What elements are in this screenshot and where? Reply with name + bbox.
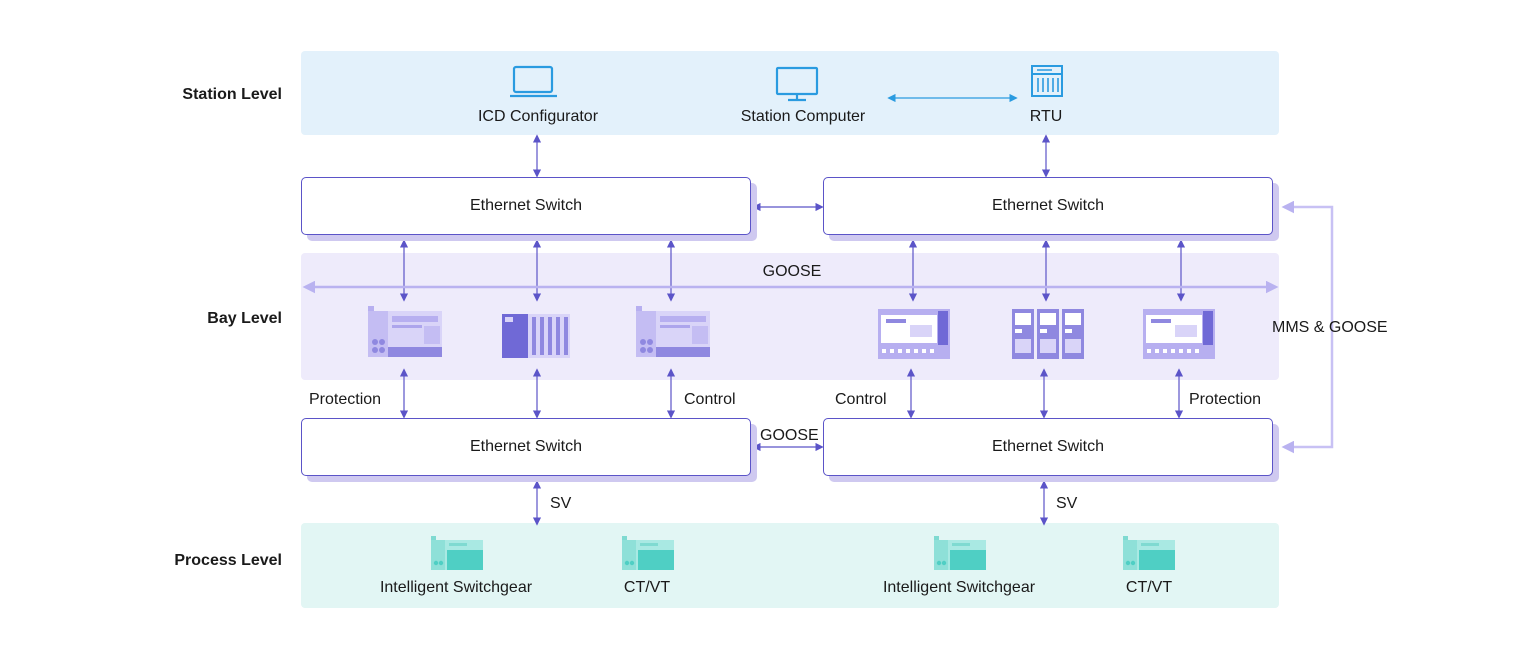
protection-terminal-device [1141, 307, 1217, 366]
process-level-label: Process Level [174, 552, 282, 569]
bay-level-label: Bay Level [207, 310, 282, 327]
icd-configurator-label: ICD Configurator [477, 108, 599, 125]
rtu-icon [1030, 64, 1064, 103]
control-label-left: Control [684, 391, 736, 408]
ctvt-label-right: CT/VT [1125, 579, 1173, 596]
laptop-icon [509, 64, 559, 105]
ethernet-switch-bottom-left[interactable]: Ethernet Switch [301, 418, 751, 476]
protection-label-right: Protection [1189, 391, 1262, 408]
monitor-icon [775, 66, 819, 107]
control-label-right: Control [835, 391, 887, 408]
merging-unit-device [1010, 307, 1086, 366]
ethernet-switch-top-left[interactable]: Ethernet Switch [301, 177, 751, 235]
io-module-device [500, 312, 572, 365]
protection-label-left: Protection [309, 391, 382, 408]
switchgear-device-left [429, 535, 485, 578]
goose-link-label: GOOSE [760, 427, 819, 444]
ctvt-label-left: CT/VT [623, 579, 671, 596]
sv-label-left: SV [550, 495, 572, 512]
protection-relay-device [366, 304, 444, 365]
rtu-label: RTU [1029, 108, 1063, 125]
switchgear-device-right [932, 535, 988, 578]
mms-goose-label: MMS & GOOSE [1272, 319, 1388, 336]
control-unit-device [634, 304, 712, 365]
ctvt-device-right [1121, 535, 1177, 578]
bay-level-band [301, 253, 1279, 380]
ctvt-device-left [620, 535, 676, 578]
ethernet-switch-bottom-right[interactable]: Ethernet Switch [823, 418, 1273, 476]
switchgear-label-left: Intelligent Switchgear [379, 579, 533, 596]
ethernet-switch-top-right[interactable]: Ethernet Switch [823, 177, 1273, 235]
goose-bus-label: GOOSE [762, 263, 822, 280]
station-level-label: Station Level [182, 86, 282, 103]
switchgear-label-right: Intelligent Switchgear [882, 579, 1036, 596]
sv-label-right: SV [1056, 495, 1078, 512]
station-computer-label: Station Computer [740, 108, 866, 125]
control-terminal-device [876, 307, 952, 366]
